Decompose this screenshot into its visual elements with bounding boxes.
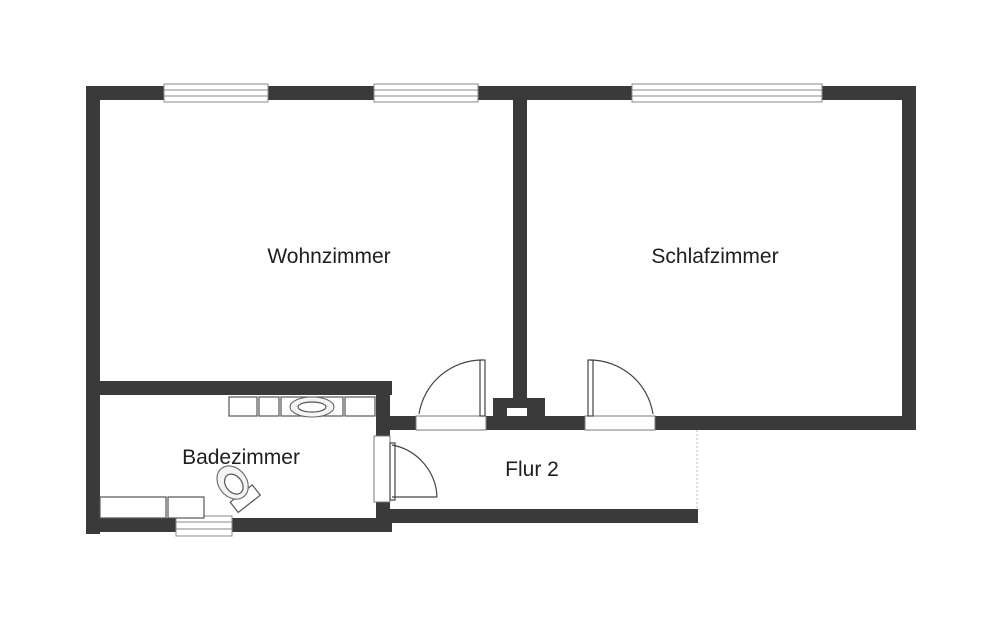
- doors: [373, 359, 656, 503]
- wall-living-bath: [86, 381, 392, 395]
- toilet-icon: [216, 465, 262, 514]
- room-label-badezimmer: Badezimmer: [182, 446, 300, 469]
- room-label-wohnzimmer: Wohnzimmer: [267, 245, 390, 268]
- washbasin-icon: [289, 396, 335, 418]
- wall-right: [902, 86, 916, 430]
- wall-hall-bottom: [378, 509, 698, 523]
- wall-partition-living-bedroom: [513, 86, 527, 430]
- room-label-schlafzimmer: Schlafzimmer: [651, 245, 778, 268]
- wall-bath-bottom: [86, 518, 392, 532]
- window-living-right: [373, 83, 479, 103]
- shaft-opening: [507, 408, 527, 416]
- bathtub-icon: [99, 496, 205, 519]
- window-living-left: [163, 83, 269, 103]
- windows: [163, 83, 823, 537]
- wall-left: [86, 86, 100, 534]
- window-bath: [175, 515, 233, 537]
- interior-walls: [86, 86, 588, 532]
- window-bedroom: [631, 83, 823, 103]
- wall-bath-right-lower: [376, 500, 390, 532]
- door-bedroom: [584, 359, 656, 431]
- room-label-flur: Flur 2: [505, 458, 559, 481]
- door-living-room: [415, 359, 487, 431]
- bathroom-fixtures: [99, 396, 376, 519]
- wall-living-hall-left: [376, 416, 418, 430]
- room-labels: Wohnzimmer Schlafzimmer Badezimmer Flur …: [182, 245, 779, 481]
- door-bathroom: [373, 435, 438, 503]
- wall-bedroom-bottom: [585, 416, 916, 430]
